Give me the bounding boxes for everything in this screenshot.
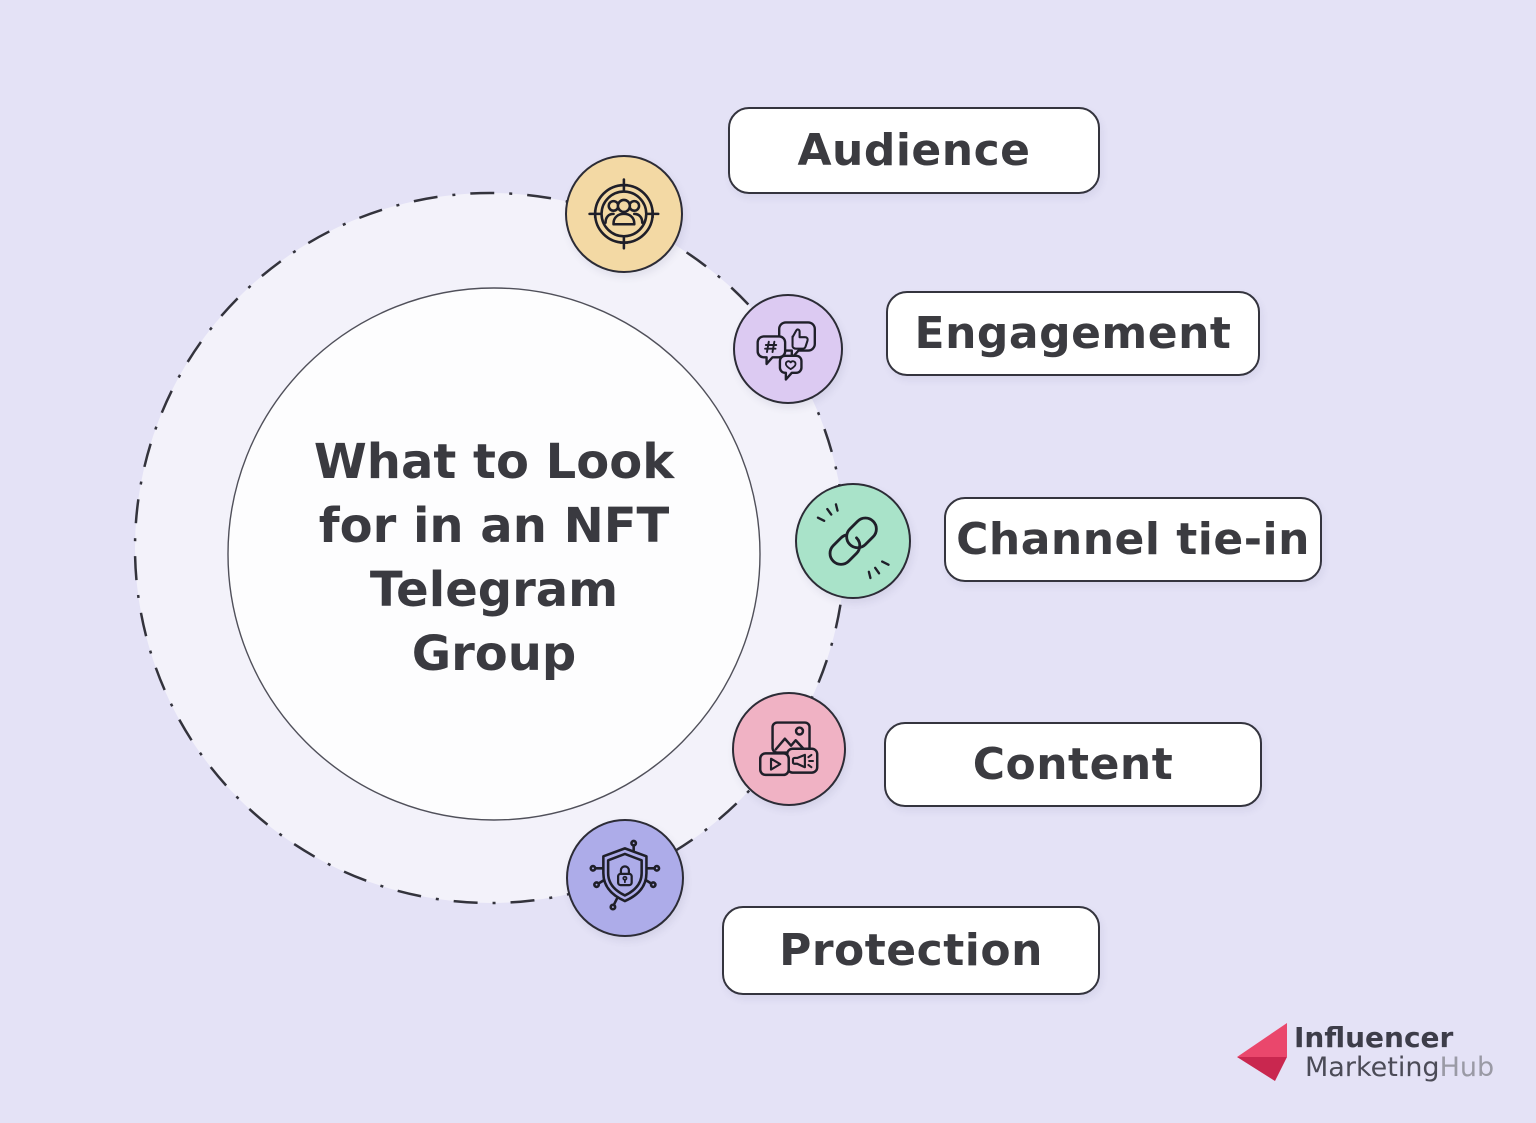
center-circle xyxy=(227,287,761,821)
audience-icon-badge xyxy=(565,155,683,273)
logo-marketing: Marketing xyxy=(1305,1052,1440,1083)
media-content-icon xyxy=(758,720,818,776)
shield-lock-icon xyxy=(589,839,661,911)
audience-label-text: Audience xyxy=(797,125,1031,176)
title-line: for in an NFT xyxy=(318,498,670,554)
logo-line2: MarketingHub xyxy=(1305,1054,1494,1082)
chain-link-icon xyxy=(816,502,890,580)
logo-hub: Hub xyxy=(1439,1052,1495,1083)
protection-icon-badge xyxy=(566,819,684,937)
audience-label: Audience xyxy=(728,107,1100,194)
audience-target-icon xyxy=(588,178,660,250)
title-line: Telegram xyxy=(369,562,619,618)
content-label-text: Content xyxy=(972,739,1174,790)
channel-tie-in-label-text: Channel tie-in xyxy=(956,514,1310,565)
title-line: What to Look xyxy=(313,434,675,490)
engagement-label: Engagement xyxy=(886,291,1260,376)
engagement-label-text: Engagement xyxy=(914,308,1232,359)
protection-label-text: Protection xyxy=(779,925,1043,976)
engagement-icon-badge xyxy=(733,294,843,404)
content-label: Content xyxy=(884,722,1262,807)
logo-line1: Influencer xyxy=(1294,1021,1454,1054)
logo-arrow-icon xyxy=(1237,1023,1287,1081)
engagement-reactions-icon xyxy=(756,321,816,381)
influencer-marketinghub-logo: Influencer MarketingHub xyxy=(1234,1022,1494,1082)
diagram-title: What to Look for in an NFT Telegram Grou… xyxy=(244,430,744,686)
title-line: Group xyxy=(411,626,577,682)
content-icon-badge xyxy=(732,692,846,806)
channel-tie-in-label: Channel tie-in xyxy=(944,497,1322,582)
channel-tie-in-icon-badge xyxy=(795,483,911,599)
protection-label: Protection xyxy=(722,906,1100,995)
logo-text: Influencer MarketingHub xyxy=(1294,1022,1494,1082)
